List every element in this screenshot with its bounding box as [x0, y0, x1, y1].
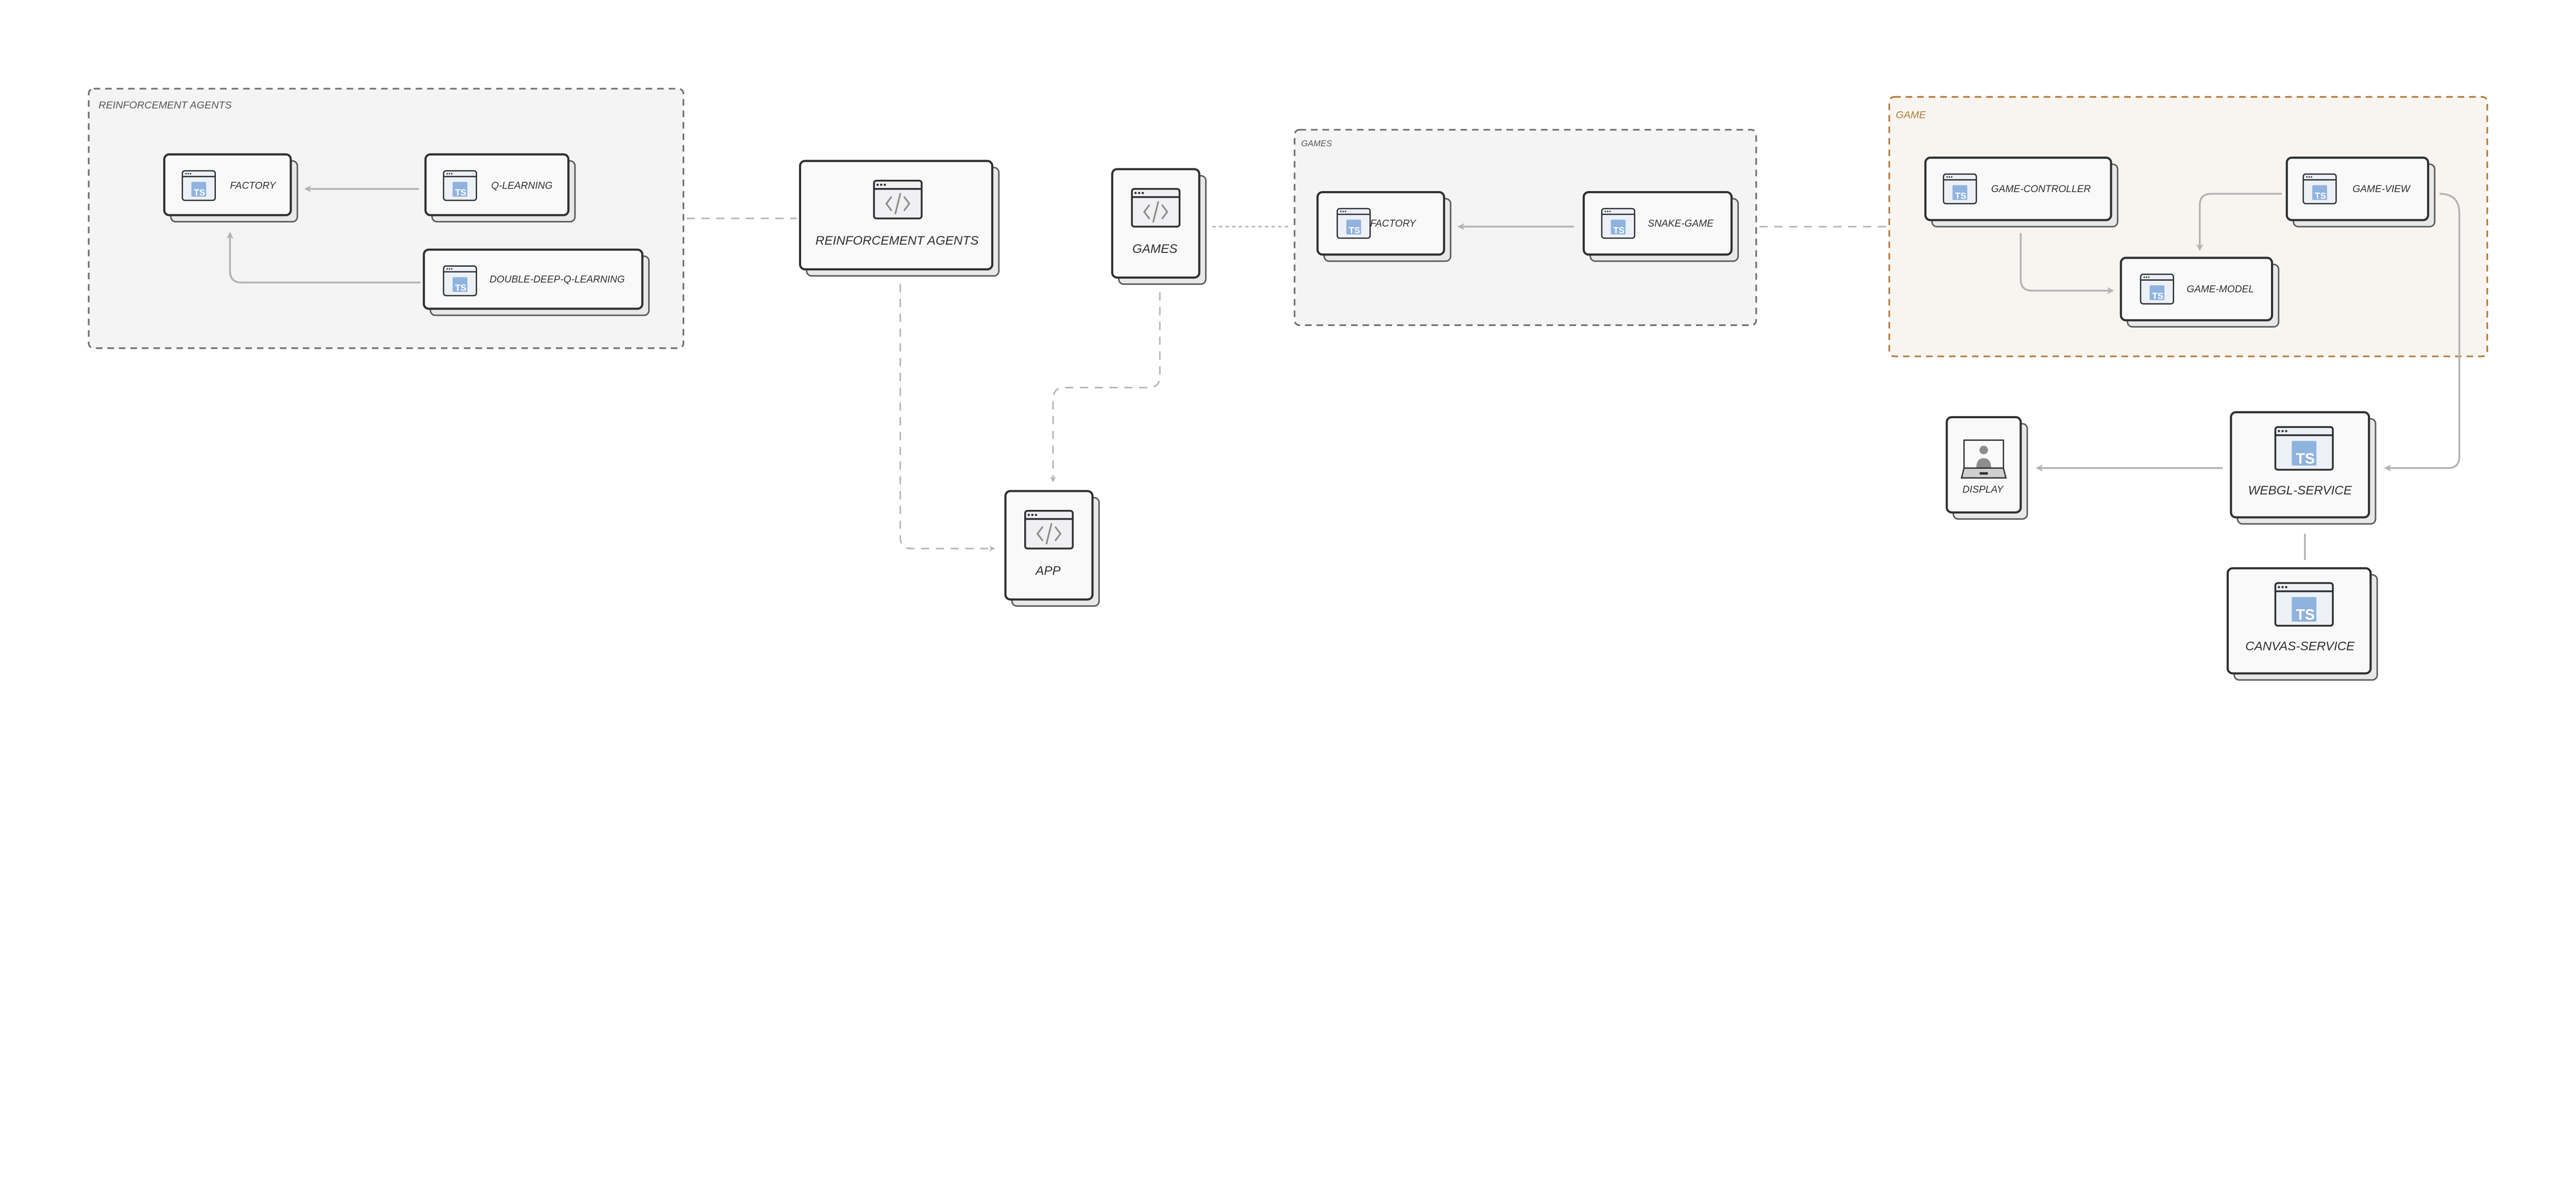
- node-q-learning[interactable]: TS Q-LEARNING: [424, 153, 576, 223]
- svg-text:TS: TS: [2152, 290, 2163, 301]
- node-label: REINFORCEMENT AGENTS: [816, 234, 979, 248]
- svg-text:TS: TS: [2296, 451, 2315, 467]
- typescript-file-icon: TS: [2274, 582, 2334, 627]
- node-games[interactable]: GAMES: [1111, 168, 1207, 285]
- node-app[interactable]: APP: [1004, 490, 1100, 607]
- group-label: GAME: [1896, 110, 1926, 121]
- node-label: DOUBLE-DEEP-Q-LEARNING: [489, 274, 625, 285]
- node-canvas-service[interactable]: TS CANVAS-SERVICE: [2226, 567, 2378, 681]
- node-ddql[interactable]: TS DOUBLE-DEEP-Q-LEARNING: [422, 248, 650, 316]
- svg-text:TS: TS: [455, 283, 466, 293]
- edge-game-controller-to-game-model: [2020, 233, 2114, 295]
- edge-reinforcement-agents-to-app: [899, 284, 995, 552]
- node-box: [2285, 157, 2430, 221]
- node-snake-game[interactable]: TS SNAKE-GAME: [1582, 191, 1739, 262]
- node-games-factory[interactable]: TS FACTORY: [1316, 191, 1452, 262]
- group-label: GAMES: [1301, 139, 1332, 148]
- typescript-file-icon: TS: [2302, 173, 2337, 204]
- nodes-layer: TS FACTORY TS Q-LEARNING TS DOUBLE-DEEP-Q-LEA…: [163, 153, 2436, 681]
- typescript-file-icon: TS: [443, 170, 478, 201]
- node-webgl-service[interactable]: TS WEBGL-SERVICE: [2230, 411, 2377, 525]
- node-label: GAMES: [1132, 242, 1177, 256]
- node-label: FACTORY: [230, 181, 276, 192]
- node-label: GAME-VIEW: [2352, 184, 2411, 195]
- laptop-user-icon: [1960, 439, 2007, 479]
- svg-text:TS: TS: [2296, 607, 2315, 623]
- node-label: SNAKE-GAME: [1648, 218, 1714, 229]
- node-reinforcement-agents[interactable]: REINFORCEMENT AGENTS: [799, 160, 1000, 277]
- node-label: APP: [1035, 564, 1060, 578]
- typescript-file-icon: TS: [1601, 208, 1636, 239]
- node-label: CANVAS-SERVICE: [2245, 640, 2355, 654]
- typescript-file-icon: TS: [2274, 426, 2334, 471]
- typescript-file-icon: TS: [1943, 173, 1977, 204]
- typescript-file-icon: TS: [2140, 273, 2174, 305]
- edge-games-to-app: [1050, 292, 1161, 483]
- node-game-controller[interactable]: TS GAME-CONTROLLER: [1924, 157, 2119, 228]
- svg-text:TS: TS: [2315, 191, 2326, 201]
- node-box: [1582, 191, 1733, 256]
- node-label: DISPLAY: [1962, 485, 2004, 495]
- code-window-icon: [873, 180, 923, 219]
- node-label: WEBGL-SERVICE: [2248, 484, 2352, 498]
- code-window-icon: [1024, 509, 1074, 550]
- node-box: [1316, 191, 1445, 256]
- node-box: [2120, 256, 2274, 321]
- group-label: REINFORCEMENT AGENTS: [98, 99, 231, 111]
- node-label: GAME-MODEL: [2187, 284, 2254, 295]
- edge-ddql-to-ra-factory: [226, 231, 421, 284]
- typescript-file-icon: TS: [181, 170, 216, 201]
- svg-text:TS: TS: [1613, 225, 1624, 235]
- typescript-file-icon: TS: [443, 265, 478, 297]
- node-label: Q-LEARNING: [491, 181, 552, 192]
- node-box: [422, 248, 643, 310]
- svg-text:TS: TS: [455, 187, 466, 198]
- node-game-model[interactable]: TS GAME-MODEL: [2120, 256, 2280, 328]
- code-window-icon: [1131, 187, 1181, 228]
- svg-text:TS: TS: [1955, 191, 1967, 201]
- node-display[interactable]: DISPLAY: [1945, 416, 2028, 520]
- node-label: FACTORY: [1370, 218, 1416, 229]
- node-box: [1924, 157, 2112, 221]
- node-ra-factory[interactable]: TS FACTORY: [163, 153, 298, 223]
- node-game-view[interactable]: TS GAME-VIEW: [2285, 157, 2436, 228]
- edge-game-view-to-webgl-service: [2384, 193, 2461, 472]
- node-label: GAME-CONTROLLER: [1991, 184, 2091, 195]
- edge-game-view-to-game-model: [2196, 193, 2282, 251]
- svg-text:TS: TS: [194, 187, 205, 198]
- svg-text:TS: TS: [1349, 225, 1360, 235]
- typescript-file-icon: TS: [1336, 208, 1371, 239]
- edges-layer: [226, 185, 2461, 560]
